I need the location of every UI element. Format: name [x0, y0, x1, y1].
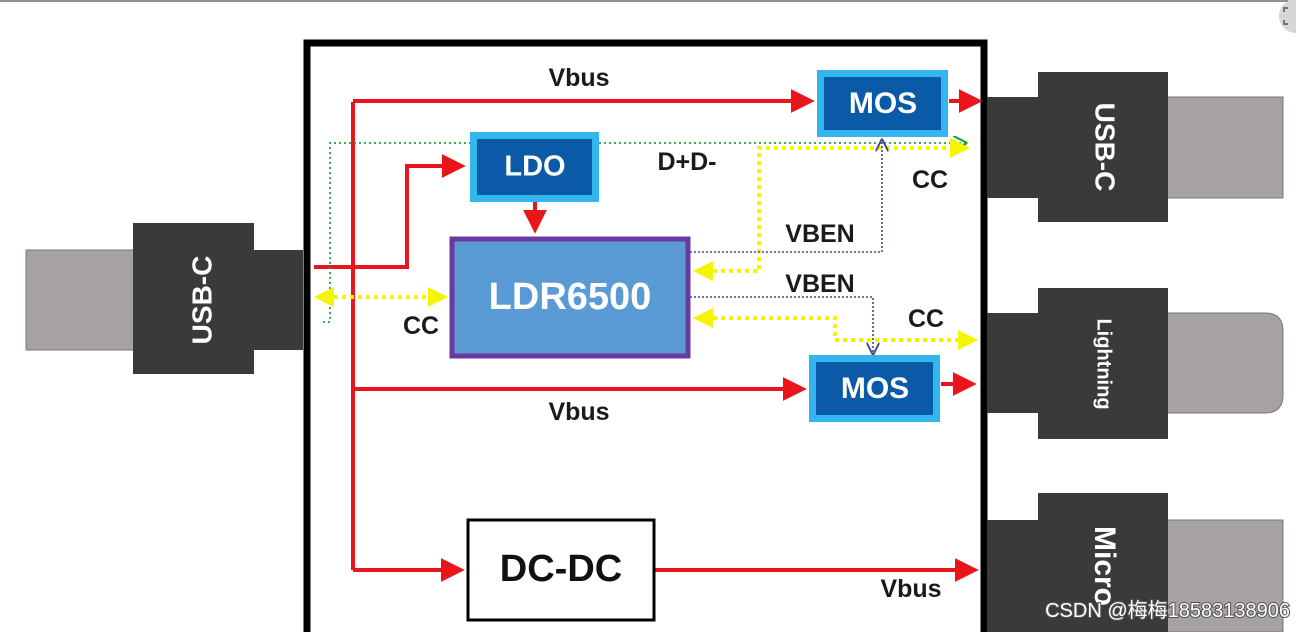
- out-lightning-connector: [1038, 288, 1168, 439]
- dpdm-label: D+D-: [657, 148, 716, 176]
- vben-lines: [690, 140, 882, 354]
- dcdc-label: DC-DC: [500, 548, 622, 590]
- input-usbc-neck: [253, 250, 303, 350]
- vben-bottom-label: VBEN: [785, 270, 854, 298]
- cc-left-label: CC: [403, 312, 439, 340]
- ldr6500-chip: LDR6500: [449, 236, 691, 359]
- cc-right-mid-label: CC: [908, 305, 944, 333]
- vbus-lines: [314, 89, 983, 582]
- out-micro-label: Micro: [1088, 526, 1121, 606]
- dpdm-line: [323, 143, 966, 323]
- vbus-bottom-label: Vbus: [880, 575, 941, 603]
- out-usbc-label: USB-C: [1090, 103, 1121, 192]
- input-usbc-label: USB-C: [186, 256, 217, 345]
- mos-top-label: MOS: [849, 87, 917, 120]
- vbus-top-label: Vbus: [548, 64, 609, 92]
- vben-top-label: VBEN: [785, 220, 854, 248]
- watermark: CSDN @梅梅18583138906: [1045, 599, 1290, 622]
- out-lightning-plug: [1149, 312, 1284, 414]
- ldo-block: LDO: [470, 132, 599, 202]
- expand-icon[interactable]: [1279, 0, 1296, 33]
- input-usbc-plug: [25, 249, 137, 351]
- ldr6500-label: LDR6500: [489, 276, 652, 318]
- input-usbc-connector: [133, 223, 254, 374]
- out-usbc-neck: [987, 97, 1039, 198]
- out-micro-connector: [1038, 493, 1168, 632]
- out-micro-neck: [987, 520, 1039, 632]
- mos-bottom-label: MOS: [841, 372, 909, 405]
- board-frame: [303, 39, 988, 632]
- out-lightning-neck: [987, 313, 1039, 413]
- out-lightning-label: Lightning: [1093, 318, 1115, 409]
- mos-top-block: MOS: [817, 70, 948, 137]
- vbus-mid-label: Vbus: [548, 398, 609, 426]
- out-usbc-plug: [1149, 96, 1284, 199]
- ldo-label: LDO: [504, 151, 565, 183]
- out-usbc-connector: [1038, 72, 1168, 222]
- cc-lines: [314, 138, 978, 350]
- dcdc-block: DC-DC: [466, 518, 656, 622]
- out-micro-plug: [1149, 519, 1284, 632]
- cc-right-top-label: CC: [912, 166, 948, 194]
- mos-bottom-block: MOS: [809, 355, 940, 422]
